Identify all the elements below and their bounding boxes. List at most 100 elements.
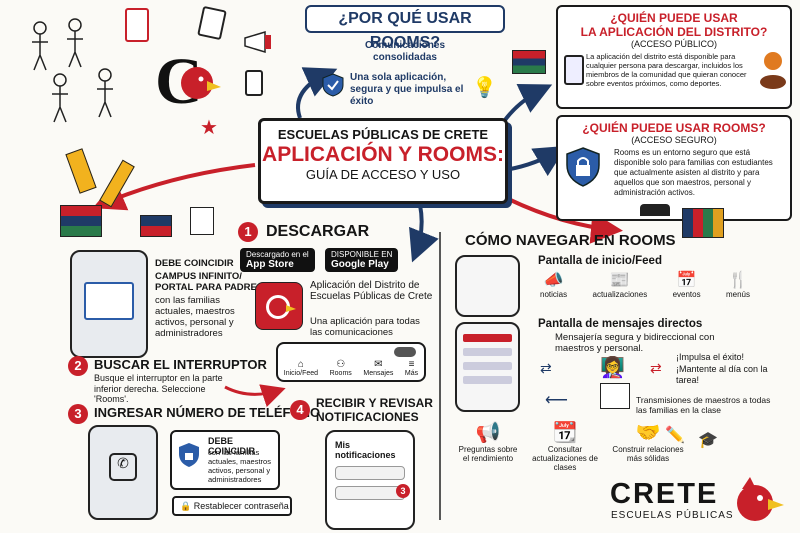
- cardinal-logo: C: [155, 45, 225, 118]
- feature-relationships: 🤝 Construir relaciones más sólidas: [608, 420, 688, 463]
- step4-number: 4: [290, 400, 310, 420]
- who-district-title-1: ¿QUIÉN PUEDE USAR: [610, 11, 738, 25]
- reset-password-label: Restablecer contraseña: [193, 501, 289, 511]
- match2-desc: con las familias actuales, maestros acti…: [208, 448, 271, 484]
- utensils-icon: 🍴: [728, 272, 748, 289]
- match1-label: DEBE COINCIDIR: [155, 258, 234, 269]
- calendar-icon: 📆: [552, 422, 578, 444]
- district-app-icon[interactable]: [255, 282, 303, 330]
- navigate-title: CÓMO NAVEGAR EN ROOMS: [465, 232, 676, 249]
- app-store-button[interactable]: Descargado en el App Store: [240, 248, 315, 272]
- tab-more[interactable]: ≡Más: [404, 359, 419, 377]
- step2-title: BUSCAR EL INTERRUPTOR: [94, 357, 267, 372]
- step3-title: INGRESAR NÚMERO DE TELÉFONO: [94, 405, 321, 420]
- match1-system: CAMPUS INFINITO/ PORTAL PARA PADRES: [155, 271, 264, 293]
- lock-shield-icon: [566, 147, 600, 187]
- header-line-1: ESCUELAS PÚBLICAS DE CRETE: [277, 127, 489, 142]
- messages-phone: [455, 322, 520, 412]
- feed-item-menus: 🍴menús: [725, 272, 750, 299]
- why-rooms-title-box: ¿POR QUÉ USAR ROOMS?: [305, 5, 505, 51]
- feed-item-updates: 📰actualizaciones: [592, 272, 648, 299]
- feature-class-updates: 📆 Consultar actualizaciones de clases: [520, 420, 610, 472]
- notifications-title: Mis notificaciones: [335, 440, 396, 460]
- shield-check-icon: [322, 73, 344, 97]
- tab-home-feed[interactable]: ⌂Inicio/Feed: [283, 359, 319, 377]
- message-row: [463, 376, 512, 384]
- match2-box: DEBE COINCIDIR con las familias actuales…: [170, 430, 280, 490]
- grad-cap-icon: 🎓: [698, 432, 718, 449]
- who-district-box: ¿QUIÉN PUEDE USAR LA APLICACIÓN DEL DIST…: [556, 5, 792, 109]
- books-icon: [682, 208, 724, 238]
- step1-title: DESCARGAR: [266, 223, 370, 240]
- basketball-icon: [764, 52, 782, 70]
- cardinal-logo: [730, 475, 785, 530]
- star-icon: ★: [200, 117, 218, 139]
- football-icon: [760, 75, 786, 89]
- feed-title: Pantalla de inicio/Feed: [538, 255, 662, 267]
- phone-icon: [245, 70, 263, 96]
- lock-icon: 🔒: [180, 501, 192, 511]
- feed-phone: [455, 255, 520, 317]
- tab-rooms[interactable]: ⚇Rooms: [329, 359, 352, 377]
- lightbulb-icon: 💡: [472, 77, 497, 99]
- step2-desc: Busque el interruptor en la parte inferi…: [94, 373, 223, 404]
- arrows-icon: ⇄: [650, 360, 662, 376]
- megaphone-icon: 📣: [543, 272, 564, 289]
- notification-item[interactable]: 3: [335, 484, 410, 500]
- who-district-body: La aplicación del distrito está disponib…: [586, 52, 747, 88]
- arrows-icon: ⇄: [540, 360, 552, 376]
- match1-desc: con las familias actuales, maestros acti…: [155, 295, 235, 339]
- why-item-1: Comunicaciones consolidadas: [364, 40, 446, 63]
- cheer-2: ¡Mantente al día con la tarea!: [676, 364, 768, 385]
- books-icon: [60, 205, 102, 237]
- message-row: [463, 334, 512, 342]
- google-play-button[interactable]: DISPONIBLE EN Google Play: [325, 248, 399, 272]
- match2-label: DEBE COINCIDIR: [208, 436, 255, 456]
- step4-title-1: RECIBIR Y REVISAR: [316, 396, 433, 410]
- feature-performance: 📢 Preguntas sobre el rendimiento: [458, 422, 518, 463]
- teacher-icon: 👩‍🏫: [600, 357, 625, 379]
- google-play-small: DISPONIBLE EN: [331, 250, 393, 259]
- who-district-subtitle: (ACCESO PÚBLICO): [630, 39, 717, 49]
- tab-bar-preview: ⌂Inicio/Feed ⚇Rooms ✉Mensajes ≡Más: [276, 342, 426, 382]
- app-store-big: App Store: [246, 259, 294, 270]
- step2-number: 2: [68, 356, 88, 376]
- reset-password-button[interactable]: 🔒 Restablecer contraseña: [172, 496, 292, 516]
- district-app-name: Aplicación del Distrito de Escuelas Públ…: [310, 280, 433, 302]
- toggle-switch[interactable]: [394, 347, 416, 357]
- dm-desc: Mensajería segura y bidireccional con ma…: [555, 332, 715, 354]
- phone-illustration: ✆: [88, 425, 158, 520]
- pencil-icon: ✏️: [665, 427, 685, 444]
- header-line-2: APLICACIÓN Y ROOMS:: [262, 143, 504, 166]
- arrow-left-icon: ⟵: [545, 392, 568, 409]
- message-row: [463, 362, 512, 370]
- brand-name: CRETE: [610, 478, 719, 510]
- message-row: [463, 348, 512, 356]
- notifications-phone: Mis notificaciones 3: [325, 430, 415, 530]
- phone-call-icon: ✆: [109, 453, 137, 481]
- step4-title-2: NOTIFICACIONES: [316, 410, 419, 424]
- whiteboard-icon: [600, 383, 630, 409]
- who-rooms-body: Rooms es un entorno seguro que está disp…: [614, 148, 773, 197]
- district-app-desc: Una aplicación para todas las comunicaci…: [310, 316, 420, 338]
- notification-item[interactable]: [335, 466, 405, 480]
- feed-items: 📣noticias 📰actualizaciones 📅eventos 🍴men…: [540, 270, 750, 299]
- who-rooms-box: ¿QUIÉN PUEDE USAR ROOMS? (ACCESO SEGURO)…: [556, 115, 792, 221]
- header-line-3: GUÍA DE ACCESO Y USO: [305, 167, 461, 182]
- notification-badge: 3: [396, 484, 410, 498]
- why-rooms-title: ¿POR QUÉ USAR ROOMS?: [338, 10, 472, 51]
- broadcast-desc: Transmisiones de maestros a todas las fa…: [636, 395, 771, 415]
- feed-item-news: 📣noticias: [540, 272, 568, 299]
- brand-sub: ESCUELAS PÚBLICAS: [611, 510, 734, 521]
- phone-icon: [564, 55, 584, 85]
- notes-icon: [190, 207, 214, 235]
- megaphone-icon: [240, 30, 285, 55]
- who-district-title-2: LA APLICACIÓN DEL DISTRITO?: [580, 25, 768, 39]
- tab-messages[interactable]: ✉Mensajes: [363, 359, 394, 377]
- newspaper-icon: 📰: [609, 272, 630, 289]
- app-store-small: Descargado en el: [246, 250, 309, 259]
- dm-title: Pantalla de mensajes directos: [538, 318, 703, 330]
- step1-number: 1: [238, 222, 258, 242]
- main-header: ESCUELAS PÚBLICAS DE CRETE APLICACIÓN Y …: [258, 118, 508, 204]
